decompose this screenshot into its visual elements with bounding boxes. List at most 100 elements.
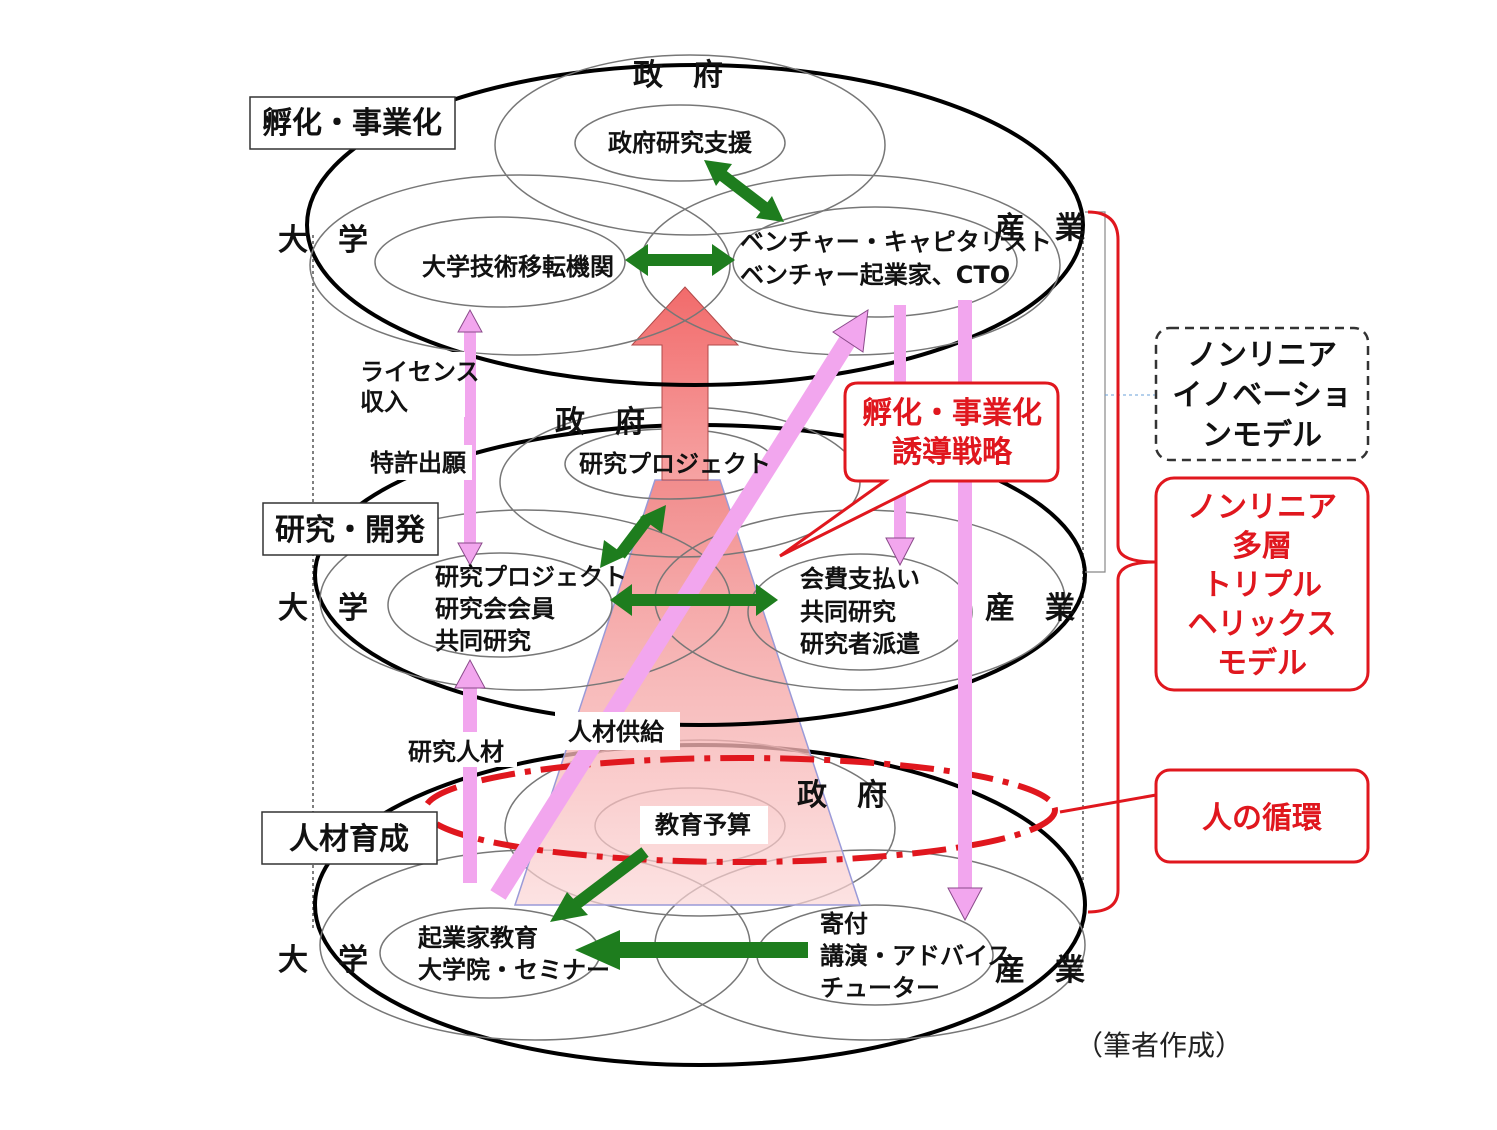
bottom-ind-node-line-3: チューター — [820, 974, 940, 1002]
mid-univ-gov-head-up — [640, 505, 666, 533]
layer-top — [305, 54, 1085, 387]
top-univ-ind-head-left — [625, 244, 648, 276]
strategy-callout-bubble — [779, 381, 1060, 558]
ind-down-arrowhead-2 — [947, 887, 983, 922]
top-gov-node-ellipse — [574, 104, 786, 182]
patent-label-bg — [362, 445, 472, 480]
mid-ind-label: 産 業 — [985, 591, 1075, 626]
bottom-layer-labels: 政 府 大 学 産 業 教育予算 起業家教育 大学院・セミナー 寄付 講演・アド… — [278, 778, 1085, 1002]
green-arrows — [550, 160, 808, 970]
bottom-univ-label: 大 学 — [278, 943, 368, 978]
research-staff-arrowhead — [454, 658, 486, 689]
license-arrowhead — [457, 308, 483, 333]
mid-univ-gov-shaft — [615, 514, 653, 559]
bottom-univ-node-line-2: 大学院・セミナー — [418, 956, 610, 984]
bottom-gov-univ-shaft — [571, 847, 649, 910]
bottom-univ-node-line-1: 起業家教育 — [417, 924, 538, 952]
right-connectors — [1059, 210, 1157, 914]
top-univ-ind-head-right — [712, 244, 735, 276]
talent-supply-shaft — [490, 335, 856, 900]
bottom-ind-univ-head — [575, 930, 620, 970]
talent-supply-label-bg — [555, 712, 680, 750]
nonlinear-innovation-box: ノンリニア イノベーショ ンモデル — [1154, 326, 1370, 462]
mid-univ-gov-head-down — [600, 540, 626, 568]
license-label-bg — [355, 352, 465, 417]
mid-ind-node-line-1: 会費支払い — [800, 565, 920, 593]
top-gov-ind-head-up — [704, 160, 732, 186]
patent-arrowhead — [457, 542, 483, 567]
top-univ-node-label: 大学技術移転機関 — [422, 253, 614, 281]
bottom-gov-node-label: 教育予算 — [655, 811, 751, 839]
circulation-box: 人の循環 — [1154, 768, 1370, 864]
top-ind-node-line-2: ベンチャー起業家、CTO — [740, 261, 1010, 289]
source-note: （筆者作成） — [1075, 1029, 1243, 1062]
gray-bracket — [1085, 211, 1106, 573]
research-staff-label-bg — [402, 732, 517, 767]
bottom-gov-univ-head — [550, 892, 588, 922]
bottom-ind-label: 産 業 — [995, 953, 1085, 988]
mid-ind-node-line-3: 研究者派遣 — [800, 630, 920, 658]
strategy-line-2: 誘導戦略 — [892, 435, 1013, 470]
circulation-label: 人の循環 — [1202, 801, 1323, 836]
license-label-line-1: ライセンス — [360, 358, 480, 386]
circulation-frame — [1154, 768, 1370, 864]
middle-univ-node-ellipse — [387, 552, 613, 658]
nonlinear-innovation-line-3: ンモデル — [1202, 418, 1322, 453]
mid-univ-ind-head-right — [756, 584, 778, 616]
triple-helix-line-1: ノンリニア — [1187, 490, 1337, 525]
strategy-callout: 孵化・事業化 誘導戦略 — [779, 381, 1060, 558]
talent-supply-label: 人材供給 — [568, 718, 665, 746]
mid-univ-node-line-1: 研究プロジェクト — [435, 563, 627, 591]
mid-univ-node-line-2: 研究会会員 — [435, 595, 555, 623]
mid-univ-node-line-3: 共同研究 — [435, 627, 531, 655]
top-layer-ellipse — [305, 63, 1085, 387]
nonlinear-innovation-frame — [1154, 326, 1370, 462]
triple-helix-line-5: モデル — [1217, 646, 1307, 681]
triple-helix-line-4: ヘリックス — [1187, 607, 1336, 642]
license-label-line-2: 収入 — [360, 388, 408, 416]
top-univ-ellipse — [309, 174, 731, 356]
triple-helix-box: ノンリニア 多層 トリプル ヘリックス モデル — [1154, 476, 1370, 692]
top-gov-ind-shaft — [718, 170, 769, 213]
top-ind-node-ellipse — [732, 206, 1018, 318]
flow-labels: ライセンス 収入 特許出願 研究人材 人材供給 — [360, 358, 665, 766]
bottom-ind-node-line-1: 寄付 — [820, 910, 868, 938]
mid-ind-node-line-2: 共同研究 — [800, 598, 896, 626]
circulation-ellipse — [422, 755, 1058, 865]
ind-down-arrowhead-1 — [885, 537, 915, 567]
top-ind-label: 産 業 — [995, 211, 1085, 246]
bottom-ind-node-line-2: 講演・アドバイス — [820, 942, 1011, 970]
edu-budget-label-bg — [640, 806, 768, 844]
mid-univ-ind-head-left — [610, 584, 632, 616]
nonlinear-innovation-line-1: ノンリニア — [1187, 338, 1337, 373]
top-univ-node-ellipse — [374, 216, 626, 308]
nonlinear-innovation-line-2: イノベーショ — [1172, 378, 1351, 413]
top-gov-label: 政 府 — [633, 58, 723, 93]
strategy-line-1: 孵化・事業化 — [862, 396, 1042, 431]
tag-box-bottom — [261, 811, 438, 865]
tag-top-label: 孵化・事業化 — [262, 106, 442, 141]
mid-univ-label: 大 学 — [278, 591, 368, 626]
tag-middle-label: 研究・開発 — [275, 513, 426, 548]
triple-helix-line-2: 多層 — [1232, 529, 1292, 564]
research-staff-label: 研究人材 — [408, 738, 504, 766]
triple-helix-frame — [1154, 476, 1370, 692]
talent-supply-arrowhead — [832, 309, 869, 353]
triple-helix-line-3: トリプル — [1202, 568, 1322, 603]
circulation-connector — [1059, 793, 1157, 814]
top-gov-ind-head-down — [756, 196, 784, 222]
top-gov-node-label: 政府研究支援 — [608, 129, 753, 157]
top-univ-label: 大 学 — [278, 223, 368, 258]
tag-box-middle — [262, 502, 439, 556]
middle-layer-labels: 政 府 大 学 産 業 研究プロジェクト 研究プロジェクト 研究会会員 共同研究… — [278, 405, 1075, 658]
mid-gov-label: 政 府 — [555, 405, 645, 440]
mid-gov-node-label: 研究プロジェクト — [579, 450, 771, 478]
tag-bottom-label: 人材育成 — [289, 822, 409, 857]
patent-label: 特許出願 — [370, 449, 467, 477]
top-layer-labels: 政 府 大 学 産 業 政府研究支援 大学技術移転機関 ベンチャー・キャピタリス… — [278, 58, 1085, 289]
top-ind-node-line-1: ベンチャー・キャピタリスト — [740, 228, 1052, 256]
layer-tags: 孵化・事業化 研究・開発 人材育成 — [249, 96, 456, 865]
top-gov-ellipse — [494, 54, 886, 236]
